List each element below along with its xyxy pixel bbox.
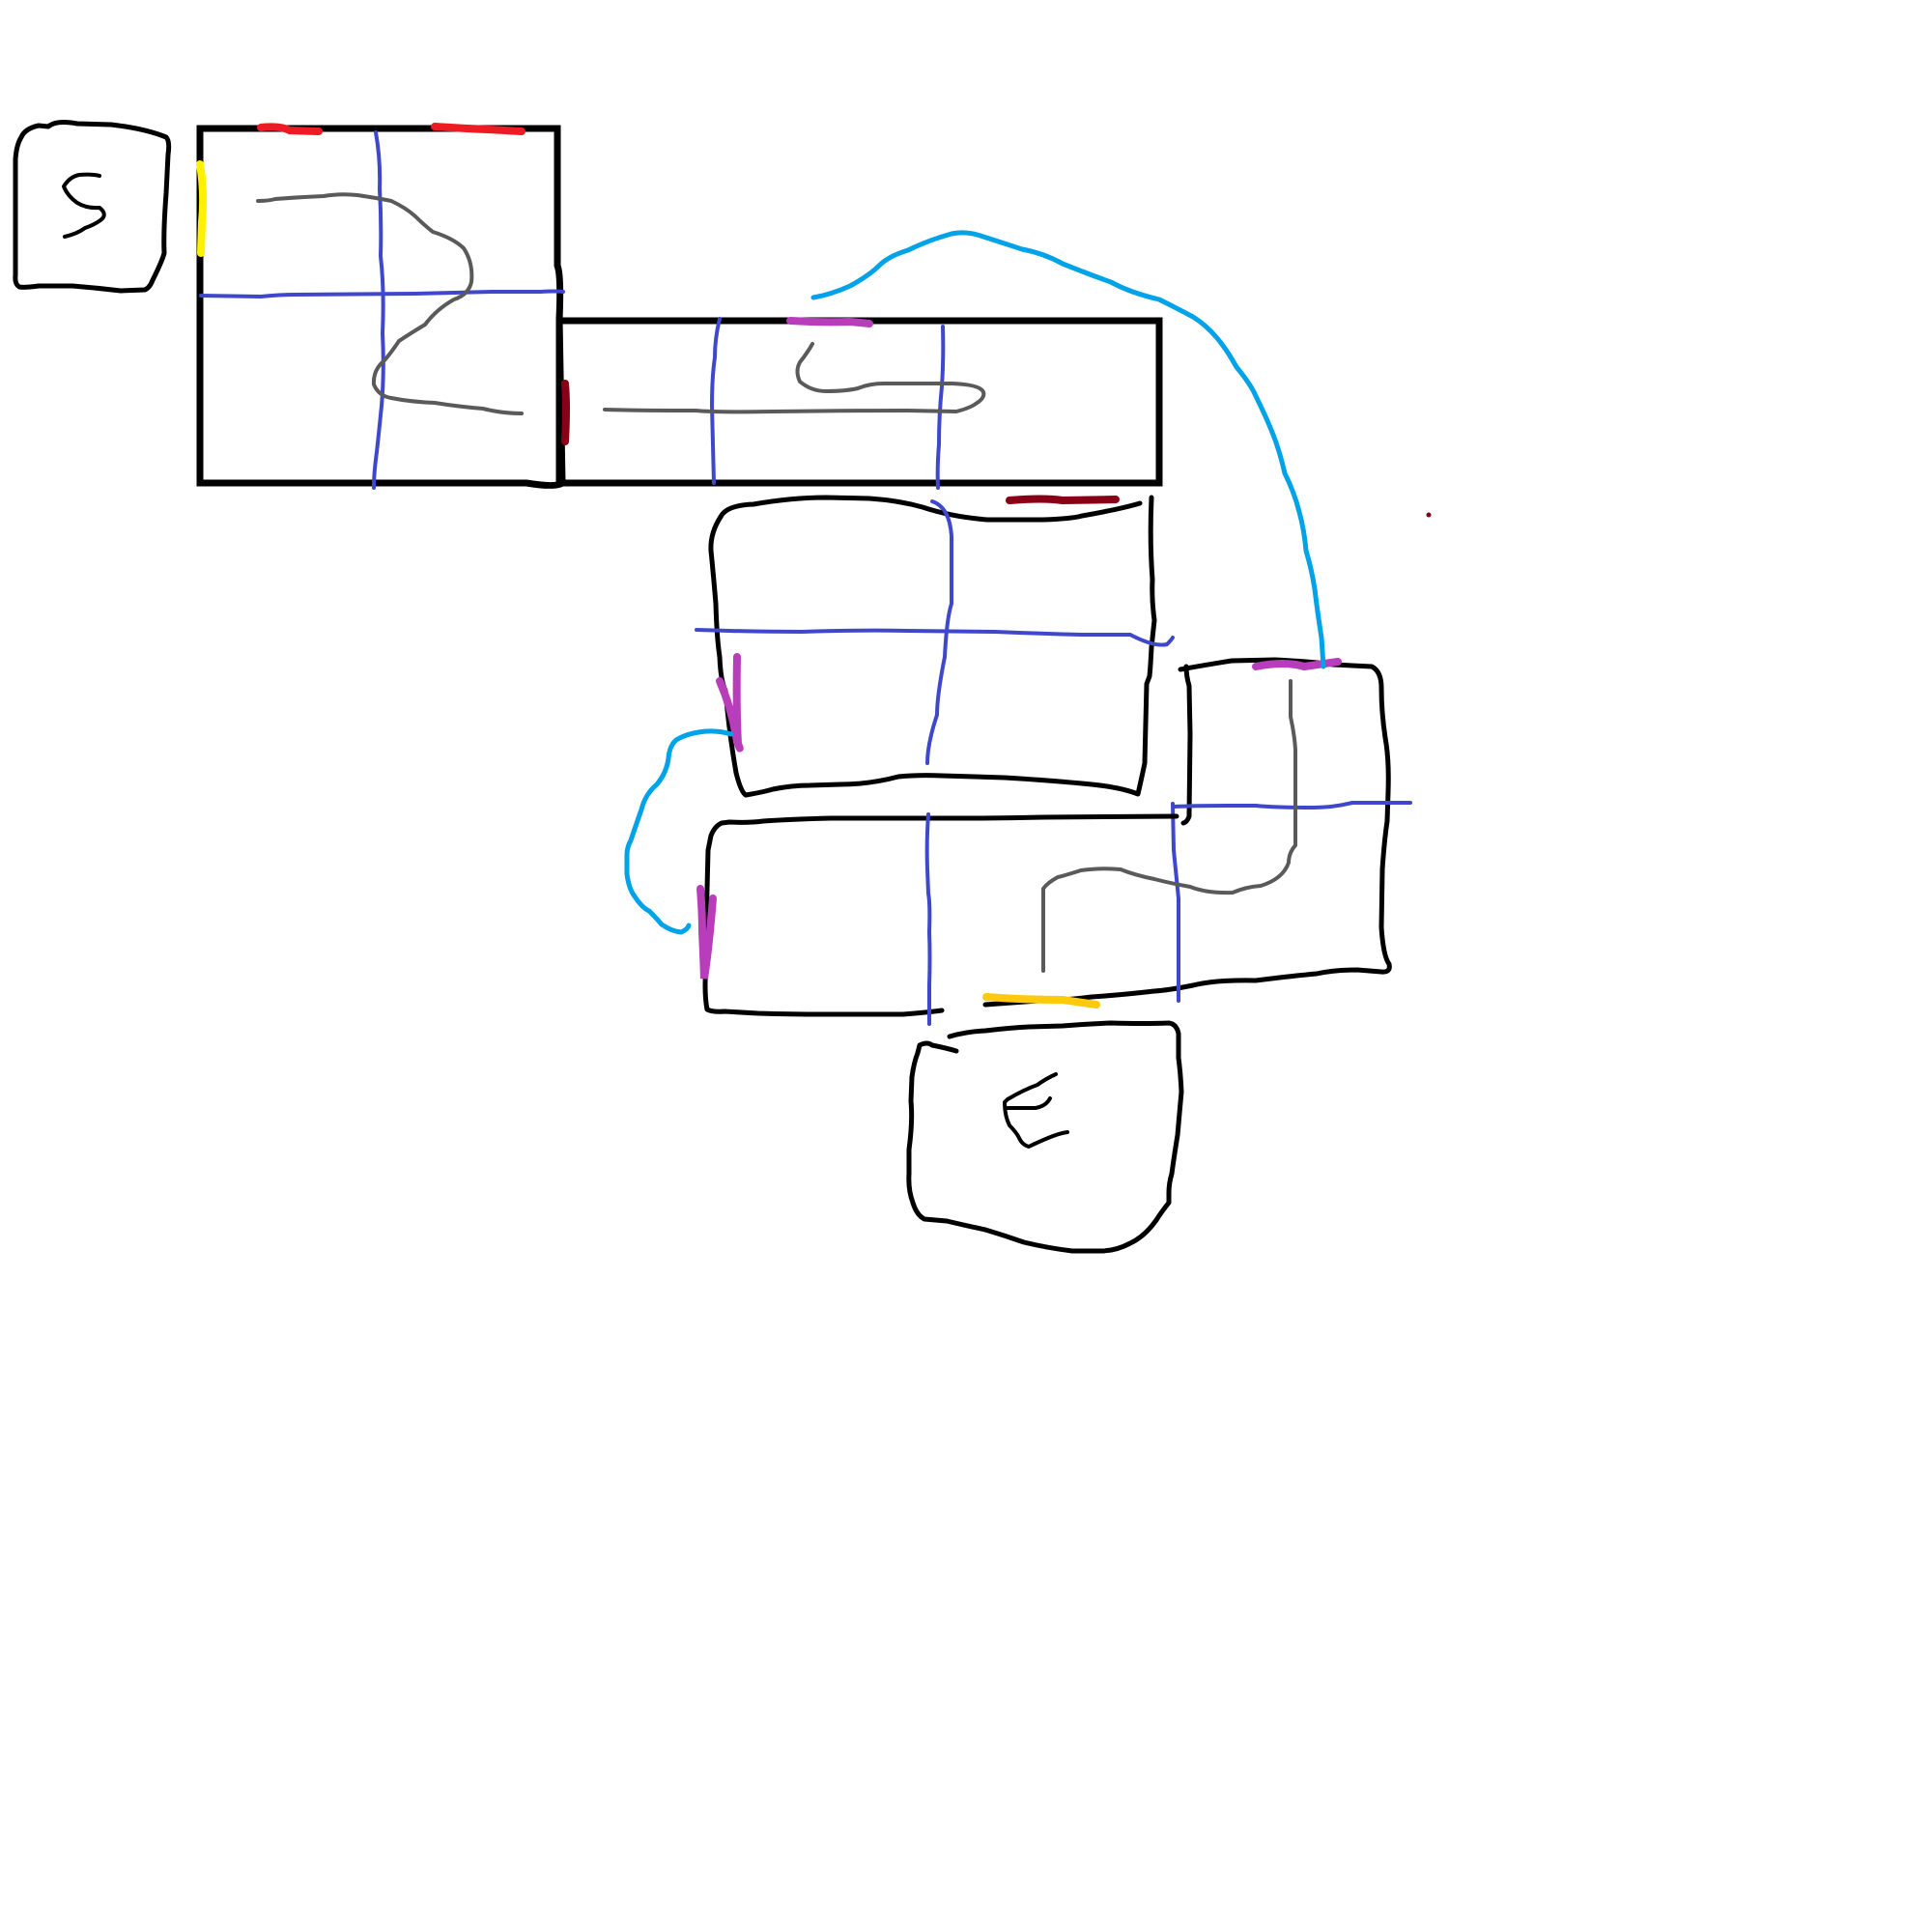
route-b bbox=[603, 342, 986, 414]
room-c-wall-left bbox=[708, 514, 749, 798]
door-magenta-b bbox=[786, 317, 873, 327]
start-node: S bbox=[13, 120, 172, 294]
door-red-1 bbox=[257, 123, 323, 135]
room-e bbox=[696, 679, 1297, 1026]
room-b-grid-vertical-1 bbox=[709, 317, 722, 485]
room-b-grid-vertical-2 bbox=[935, 325, 946, 490]
room-a-grid-horizontal bbox=[199, 289, 565, 299]
door-orange-e bbox=[982, 993, 1100, 1009]
room-d-grid-vertical bbox=[1171, 802, 1180, 1003]
room-e-grid-vertical bbox=[924, 812, 932, 1026]
door-yellow bbox=[196, 160, 208, 257]
door-red-2 bbox=[431, 123, 526, 135]
link-room-c-to-room-e bbox=[624, 728, 734, 935]
door-dark-red-b bbox=[561, 380, 570, 445]
room-d-grid-horizontal bbox=[1172, 801, 1412, 810]
room-d bbox=[982, 657, 1412, 1008]
door-magenta-c bbox=[716, 653, 744, 753]
room-a-grid-vertical bbox=[372, 130, 385, 490]
end-node: E bbox=[906, 1020, 1184, 1254]
room-b bbox=[555, 317, 1163, 490]
room-b-walls bbox=[555, 317, 1163, 487]
route-e bbox=[1041, 679, 1297, 973]
room-c-walls bbox=[718, 495, 1143, 523]
door-dark-red-c bbox=[1006, 495, 1120, 505]
room-a bbox=[196, 123, 566, 490]
stray-dot bbox=[1426, 512, 1432, 518]
start-letter-glyph bbox=[62, 172, 106, 239]
door-magenta-d bbox=[1252, 658, 1342, 671]
room-d-walls bbox=[982, 657, 1392, 1008]
room-c-grid-vertical bbox=[925, 499, 953, 765]
end-node-border bbox=[906, 1020, 1184, 1254]
room-c-wall-bottom bbox=[743, 495, 1157, 798]
end-letter-glyph bbox=[1003, 1072, 1069, 1149]
room-c bbox=[695, 495, 1175, 798]
route-a bbox=[256, 192, 524, 415]
link-room-b-to-room-d bbox=[810, 230, 1326, 669]
room-c-grid-horizontal bbox=[695, 628, 1175, 647]
start-node-border bbox=[13, 120, 172, 294]
door-magenta-e bbox=[696, 885, 717, 980]
room-e-walls bbox=[702, 813, 1179, 1017]
room-d-wall-left bbox=[1180, 664, 1193, 826]
